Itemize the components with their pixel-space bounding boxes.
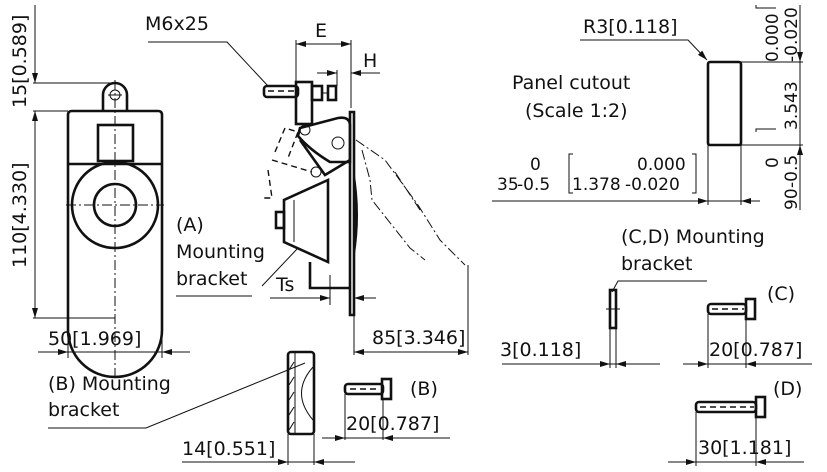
dim-3: 3[0.118] — [500, 339, 581, 361]
bracket-a-label-3: bracket — [176, 268, 247, 290]
side-view: M6x25 E H — [145, 13, 469, 355]
dim-14: 14[0.551] — [182, 438, 275, 460]
width-tol-lower: -0.5 — [517, 175, 550, 195]
bolt-d-label: (D) — [773, 378, 802, 400]
dim-30-d: 30[1.181] — [698, 437, 791, 459]
bracket-b-label-2: bracket — [48, 399, 119, 421]
cutout-rect[interactable] — [706, 60, 743, 147]
cutout-title-2: (Scale 1:2) — [525, 100, 628, 122]
dim-e: E — [315, 20, 327, 42]
bracket-b-label-1: (B) Mounting — [48, 373, 171, 395]
bracket-cd: (C,D) Mounting bracket 3[0.118] (C) 20[0… — [500, 226, 812, 466]
width-in-lower: -0.020 — [625, 175, 680, 195]
height-nominal: 90 — [782, 188, 802, 210]
bolt-label-m6x25: M6x25 — [145, 13, 209, 35]
bracket-cd-label-1: (C,D) Mounting — [621, 226, 765, 248]
height-tol-upper: 0 — [763, 157, 783, 168]
cutout-title-1: Panel cutout — [512, 72, 630, 94]
width-in-upper: 0.000 — [637, 155, 686, 175]
width-nominal: 35 — [497, 175, 519, 195]
dim-20-b: 20[0.787] — [346, 413, 439, 435]
bracket-cd-label-2: bracket — [621, 253, 692, 275]
dim-110: 110[4.330] — [9, 163, 31, 268]
height-in-nominal: 3.543 — [782, 81, 802, 130]
dim-85: 85[3.346] — [372, 327, 465, 349]
front-view: 15[0.589] 110[4.330] 50[1.969] — [9, 5, 190, 380]
bolt-b-label: (B) — [410, 378, 438, 400]
dim-20-c: 20[0.787] — [709, 339, 802, 361]
height-tol-lower: -0.5 — [782, 155, 802, 188]
dim-15: 15[0.589] — [9, 15, 31, 108]
radius-label: R3[0.118] — [583, 16, 678, 38]
bracket-b: (B) Mounting bracket 14[0.551] (B) 20[0.… — [48, 350, 450, 465]
bolt-c-label: (C) — [767, 283, 795, 305]
height-in-upper: 0.000 — [763, 13, 783, 62]
bracket-a-label-2: Mounting — [176, 241, 265, 263]
dim-h: H — [363, 50, 377, 72]
dim-50: 50[1.969] — [48, 328, 141, 350]
panel-cutout: R3[0.118] Panel cutout (Scale 1:2) 0 35 … — [492, 5, 803, 210]
width-in-nominal: 1.378 — [572, 175, 621, 195]
bracket-a-label-1: (A) — [176, 214, 204, 236]
front-body-outline — [66, 109, 164, 379]
width-tol-upper: 0 — [530, 155, 541, 175]
height-in-lower: -0.020 — [782, 7, 802, 62]
dim-ts: Ts — [275, 274, 294, 296]
